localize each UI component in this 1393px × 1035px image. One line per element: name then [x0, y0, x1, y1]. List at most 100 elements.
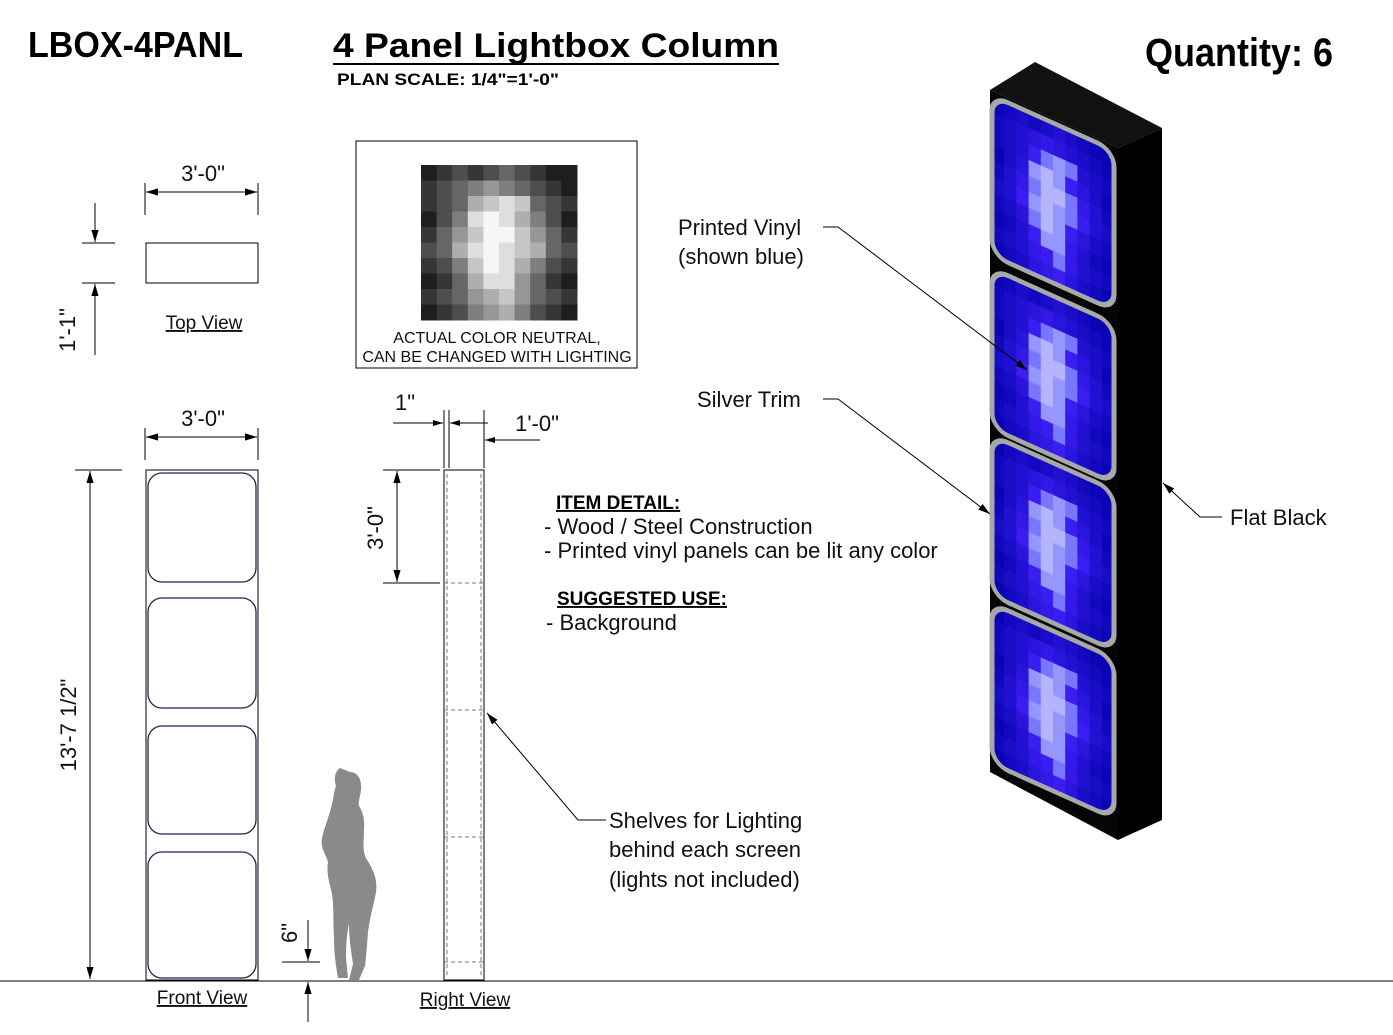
- swatch-pixel: [499, 211, 516, 228]
- swatch-pixel: [467, 211, 484, 228]
- swatch-pixel: [545, 227, 562, 243]
- top-view-label: Top View: [166, 313, 243, 334]
- swatch-pixel: [436, 165, 453, 181]
- swatch-pixel: [452, 180, 469, 197]
- swatch-pixel: [561, 304, 578, 321]
- right-depth-dim: 1'-0": [515, 411, 559, 436]
- vinyl-leader: [823, 226, 1028, 371]
- swatch-pixel: [467, 273, 484, 290]
- swatch-pixel: [499, 289, 516, 305]
- swatch-pixel: [499, 196, 516, 212]
- shelves-leader: [486, 712, 606, 821]
- item-detail-1: - Wood / Steel Construction: [544, 514, 813, 539]
- black-leader: [1162, 482, 1222, 518]
- swatch-pixel: [514, 242, 531, 259]
- swatch-pixel: [436, 273, 453, 290]
- swatch-pixel: [483, 211, 500, 228]
- swatch-pixel: [467, 165, 484, 181]
- swatch-pixel: [483, 227, 500, 243]
- swatch-pixel: [545, 165, 562, 181]
- swatch-pixel: [561, 227, 578, 243]
- swatch-pixel: [545, 304, 562, 321]
- swatch-pixel: [545, 242, 562, 259]
- color-swatch: ACTUAL COLOR NEUTRAL, CAN BE CHANGED WIT…: [355, 140, 638, 369]
- swatch-pixel: [467, 258, 484, 274]
- right-view: 1" 1'-0" 3'-0" Right View: [363, 390, 559, 1011]
- swatch-pixel: [499, 227, 516, 243]
- swatch-pixel: [530, 258, 547, 274]
- swatch-pixel: [561, 165, 578, 181]
- swatch-pixel: [483, 258, 500, 274]
- human-scale-silhouette: [321, 768, 377, 980]
- swatch-pixel: [530, 165, 547, 181]
- swatch-pixel: [545, 289, 562, 305]
- swatch-pixel: [421, 304, 438, 321]
- swatch-pixel: [467, 304, 484, 321]
- suggested-use-1: - Background: [546, 610, 677, 635]
- swatch-pixel: [452, 227, 469, 243]
- swatch-pixel: [467, 242, 484, 259]
- swatch-pixel: [514, 211, 531, 228]
- swatch-pixel: [421, 227, 438, 243]
- silver-trim: [989, 98, 1117, 308]
- lightbox-panel: [989, 95, 1117, 311]
- swatch-pixel: [452, 258, 469, 274]
- swatch-pixel: [483, 289, 500, 305]
- swatch-pixel: [467, 180, 484, 197]
- swatch-pixel: [452, 196, 469, 212]
- lightbox-panel: [989, 268, 1117, 484]
- swatch-pixel: [530, 196, 547, 212]
- vinyl-callout-1: Printed Vinyl: [678, 215, 801, 240]
- swatch-pixel: [530, 242, 547, 259]
- swatch-pixel: [421, 273, 438, 290]
- swatch-pixel: [530, 289, 547, 305]
- swatch-pixel: [499, 165, 516, 181]
- vinyl-callout-2: (shown blue): [678, 244, 804, 269]
- swatch-pixel: [483, 304, 500, 321]
- swatch-pixel: [561, 180, 578, 197]
- item-detail-heading: ITEM DETAIL:: [556, 493, 680, 514]
- swatch-pixel: [514, 273, 531, 290]
- swatch-pixel: [499, 304, 516, 321]
- swatch-pixel: [421, 289, 438, 305]
- swatch-pixel: [436, 227, 453, 243]
- product-code: LBOX-4PANL: [28, 24, 243, 65]
- swatch-pixel: [514, 180, 531, 197]
- front-view: 3'-0" 13'-7 1/2" 6" Front View: [56, 406, 320, 1022]
- swatch-pixel: [561, 196, 578, 212]
- swatch-pixel: [514, 304, 531, 321]
- swatch-pixel: [467, 289, 484, 305]
- trim-leader: [823, 398, 991, 515]
- lightbox-panel: [989, 435, 1117, 651]
- black-callout: Flat Black: [1230, 505, 1328, 530]
- trim-dim: 1": [395, 390, 415, 415]
- swatch-pixel: [452, 304, 469, 321]
- base-height-dim: 6": [277, 923, 302, 943]
- top-depth-dim: 1'-1": [55, 308, 80, 352]
- swatch-pixel: [545, 196, 562, 212]
- swatch-pixel: [561, 289, 578, 305]
- swatch-note-2: CAN BE CHANGED WITH LIGHTING: [362, 349, 631, 366]
- swatch-pixel: [436, 211, 453, 228]
- swatch-pixel: [499, 273, 516, 290]
- top-view: 3'-0" 1'-1" Top View: [55, 161, 259, 355]
- front-width-dim: 3'-0": [181, 406, 225, 431]
- front-height-dim: 13'-7 1/2": [56, 679, 81, 772]
- item-detail-2: - Printed vinyl panels can be lit any co…: [544, 538, 938, 563]
- shelves-callout-3: (lights not included): [609, 867, 800, 892]
- swatch-pixel: [530, 227, 547, 243]
- swatch-pixel: [421, 196, 438, 212]
- swatch-pixel: [545, 211, 562, 228]
- plan-scale: PLAN SCALE: 1/4"=1'-0": [337, 70, 559, 89]
- swatch-pixel: [514, 227, 531, 243]
- quantity: Quantity: 6: [1145, 31, 1333, 75]
- swatch-image: [421, 165, 578, 321]
- swatch-pixel: [530, 273, 547, 290]
- swatch-pixel: [436, 242, 453, 259]
- swatch-pixel: [452, 289, 469, 305]
- suggested-use-heading: SUGGESTED USE:: [557, 589, 727, 610]
- swatch-pixel: [499, 180, 516, 197]
- swatch-pixel: [545, 180, 562, 197]
- swatch-pixel: [545, 273, 562, 290]
- swatch-pixel: [561, 211, 578, 228]
